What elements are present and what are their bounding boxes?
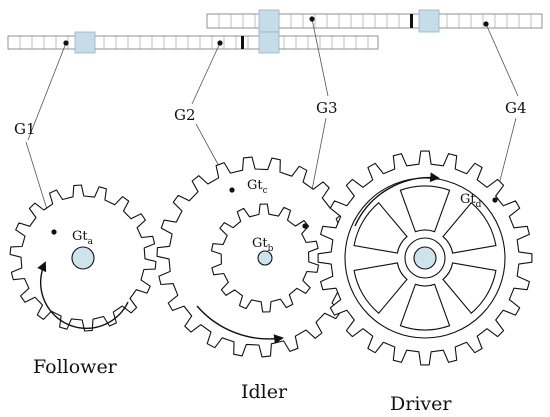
driver-spoke-window (353, 262, 408, 314)
leader-g4 (485, 23, 519, 97)
dot-gear-d (492, 197, 498, 203)
upper-shaft (206, 13, 543, 29)
label-g1: G1 (14, 120, 36, 138)
leader-g2 (191, 42, 221, 105)
dot-gear-b (302, 223, 308, 229)
label-g3: G3 (316, 99, 338, 117)
driver-boss-ring (404, 237, 446, 279)
dot-gear-a (51, 229, 57, 235)
upper-shaft-mark (410, 14, 413, 28)
driver-spokes (344, 177, 506, 339)
lower-shaft (7, 35, 379, 50)
label-gt-b-base: Gt (252, 236, 268, 251)
label-gt-d-sub: d (476, 200, 482, 210)
label-gt-a-sub: a (88, 237, 94, 247)
idler-hub (257, 250, 273, 266)
dot-gear-c (229, 187, 235, 193)
lower-shaft-bearing (258, 31, 280, 54)
driver-hub (413, 246, 437, 270)
label-gt-d-base: Gt (460, 192, 476, 207)
dot-shaft-g1 (63, 40, 69, 46)
follower-rotation-arrow (37, 261, 129, 330)
label-gt-a: Gta (72, 229, 94, 247)
label-gt-a-base: Gt (72, 229, 88, 244)
driver-spoke-window (442, 262, 497, 314)
caption-follower: Follower (33, 356, 118, 378)
label-gt-b: Gtb (252, 236, 274, 254)
driver-spoke-window (353, 202, 408, 254)
label-gt-c: Gtc (247, 178, 268, 196)
leader-g1 (27, 42, 67, 141)
label-g4: G4 (505, 99, 527, 117)
lower-shaft-mark (241, 36, 244, 49)
idler-rotation-arrow (196, 305, 284, 344)
leader-g3 (311, 18, 329, 97)
label-g2: G2 (174, 106, 196, 124)
upper-shaft-bearing (258, 9, 280, 33)
caption-driver: Driver (390, 393, 452, 415)
dot-shaft-g4 (483, 21, 489, 27)
driver-spoke-window (399, 283, 451, 331)
follower-hub (71, 246, 95, 270)
dot-shaft-g2 (217, 40, 223, 46)
label-gt-c-base: Gt (247, 178, 263, 193)
shafts-group (7, 9, 543, 54)
caption-idler: Idler (241, 381, 288, 403)
upper-shaft-bearing (418, 9, 440, 33)
driver-rotation-arrow (354, 172, 440, 227)
label-gt-c-sub: c (263, 186, 268, 196)
label-gt-d: Gtd (460, 192, 482, 210)
dot-shaft-g3 (309, 16, 315, 22)
driver-spoke-window (399, 185, 451, 233)
label-gt-b-sub: b (268, 244, 274, 254)
lower-shaft-bearing (74, 31, 96, 54)
driver-spoke-window (442, 202, 497, 254)
